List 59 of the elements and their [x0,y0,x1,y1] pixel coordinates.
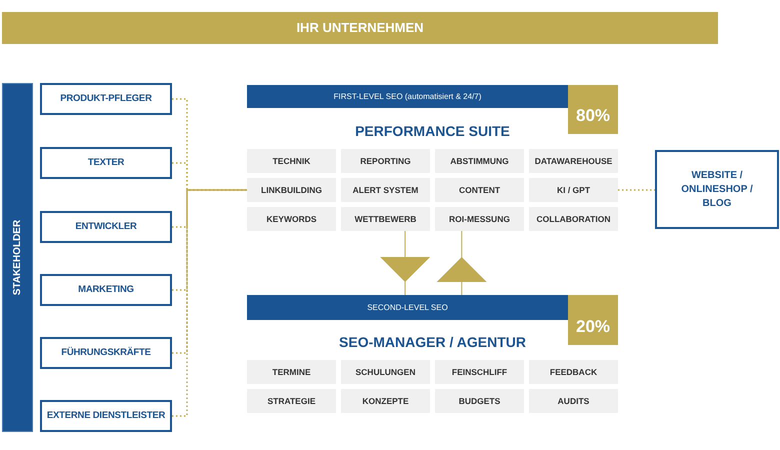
stakeholder-box [40,147,172,179]
stakeholder-box [40,274,172,306]
tile-label: STRATEGIE [267,394,316,408]
tile-label: BUDGETS [458,394,500,408]
arrow [380,230,430,296]
level-band [247,295,568,320]
tile-label: FEEDBACK [550,366,598,378]
percentage-value: 80% [576,104,610,126]
tile-label: ROI-MESSUNG [449,212,510,226]
tile-label: LINKBUILDING [261,184,322,196]
stakeholder-label: FÜHRUNGSKRÄFTE [61,346,151,360]
header-banner [2,12,718,44]
band-label: SECOND-LEVEL SEO [367,302,448,314]
tile-label: KI / GPT [556,184,590,196]
tile-label: TERMINE [272,366,311,378]
tile-label: WETTBEWERB [354,212,416,226]
tile-label: ABSTIMMUNG [450,154,509,168]
stakeholder-label: EXTERNE DIENSTLEISTER [46,408,166,423]
side-bar [2,83,33,432]
dotted-connector [172,189,247,417]
stakeholder-label: MARKETING [78,282,134,297]
tile-label: SCHULUNGEN [356,366,416,378]
feature-tile [341,207,430,231]
side-bar-title: STAKEHOLDER [11,220,24,296]
tile-label: REPORTING [360,154,411,168]
tile-label: AUDITS [558,394,590,408]
dotted-connector [172,189,247,228]
tile-label: KEYWORDS [266,212,317,226]
tile-label: CONTENT [458,184,500,196]
dotted-connector [172,189,247,291]
feature-tile [435,207,524,231]
stakeholder-box [40,211,172,243]
arrow [436,230,487,296]
tile-label: TECHNIK [272,154,310,168]
section-heading: PERFORMANCE SUITE [355,122,510,141]
banner-title: IHR UNTERNEHMEN [296,19,424,38]
target-box [655,150,779,229]
band-label: FIRST-LEVEL SEO (automatisiert & 24/7) [334,90,482,102]
tile-label: ALERT SYSTEM [352,184,418,196]
stakeholder-label: TEXTER [88,156,124,170]
stakeholder-label: ENTWICKLER [75,220,137,234]
dotted-connector [618,189,655,191]
percentage-value: 20% [576,316,610,338]
target-label: WEBSITE / ONLINESHOP / BLOG [681,168,753,210]
tile-label: DATAWAREHOUSE [534,154,612,168]
dotted-connector [172,189,247,354]
stakeholder-box [40,83,172,115]
level-band [247,85,568,108]
percentage-box [568,295,618,345]
stakeholder-box [40,400,172,432]
stakeholder-label: PRODUKT-PFLEGER [60,92,152,106]
feature-tile [529,178,618,202]
tile-label: COLLABORATION [536,212,610,226]
stakeholder-box [40,337,172,369]
feature-tile [247,178,336,202]
percentage-box [568,85,618,134]
tile-label: FEINSCHLIFF [452,366,508,378]
tile-label: KONZEPTE [362,394,409,408]
section-heading: SEO-MANAGER / AGENTUR [339,333,526,352]
